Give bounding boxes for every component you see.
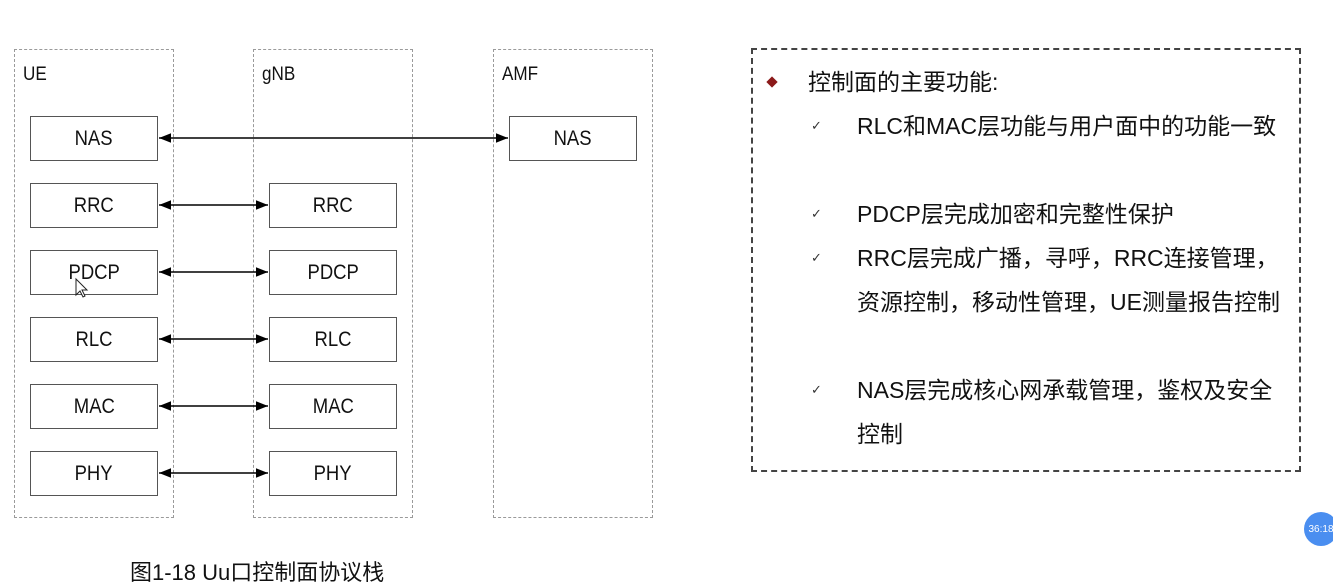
- check-bullet-icon: ✓: [811, 118, 822, 133]
- ue-phy-label: PHY: [74, 461, 114, 485]
- figure-caption: 图1-18 Uu口控制面协议栈: [130, 560, 385, 585]
- gnb-rlc-box: RLC: [269, 317, 397, 362]
- gnb-mac-label: MAC: [312, 394, 354, 418]
- gnb-rrc-label: RRC: [312, 193, 354, 217]
- function-item-4: NAS层完成核心网承载管理，鉴权及安全控制: [857, 377, 1273, 447]
- gnb-rlc-label: RLC: [314, 327, 352, 351]
- ue-rrc-box: RRC: [30, 183, 158, 228]
- gnb-phy-box: PHY: [269, 451, 397, 496]
- control-plane-functions-panel: 控制面的主要功能: ✓ RLC和MAC层功能与用户面中的功能一致 ✓ PDCP层…: [751, 48, 1301, 472]
- ue-mac-label: MAC: [73, 394, 115, 418]
- ue-phy-box: PHY: [30, 451, 158, 496]
- gnb-pdcp-label: PDCP: [307, 260, 359, 284]
- gnb-mac-box: MAC: [269, 384, 397, 429]
- function-item-2: PDCP层完成加密和完整性保护: [857, 201, 1174, 227]
- ue-pdcp-box: PDCP: [30, 250, 158, 295]
- ue-column-label: UE: [23, 64, 47, 85]
- ue-column: UE: [14, 49, 174, 518]
- ue-nas-box: NAS: [30, 116, 158, 161]
- mouse-cursor-icon: [75, 277, 89, 298]
- panel-title: 控制面的主要功能:: [808, 69, 999, 95]
- function-item-1: RLC和MAC层功能与用户面中的功能一致: [857, 113, 1277, 139]
- ue-pdcp-label: PDCP: [68, 260, 120, 284]
- function-item-3: RRC层完成广播，寻呼，RRC连接管理，资源控制，移动性管理，UE测量报告控制: [857, 245, 1280, 315]
- amf-column: AMF: [493, 49, 653, 518]
- gnb-phy-label: PHY: [313, 461, 353, 485]
- amf-column-label: AMF: [502, 64, 539, 85]
- ue-rrc-label: RRC: [73, 193, 115, 217]
- ue-mac-box: MAC: [30, 384, 158, 429]
- ue-nas-label: NAS: [74, 126, 114, 150]
- diamond-bullet-icon: [766, 76, 778, 88]
- gnb-column: gNB: [253, 49, 413, 518]
- ue-rlc-label: RLC: [75, 327, 113, 351]
- gnb-column-label: gNB: [262, 64, 296, 85]
- ue-rlc-box: RLC: [30, 317, 158, 362]
- gnb-pdcp-box: PDCP: [269, 250, 397, 295]
- amf-nas-label: NAS: [553, 126, 593, 150]
- gnb-rrc-box: RRC: [269, 183, 397, 228]
- amf-nas-box: NAS: [509, 116, 637, 161]
- timer-badge[interactable]: 36:18: [1304, 512, 1333, 546]
- check-bullet-icon: ✓: [811, 382, 822, 397]
- check-bullet-icon: ✓: [811, 250, 822, 265]
- check-bullet-icon: ✓: [811, 206, 822, 221]
